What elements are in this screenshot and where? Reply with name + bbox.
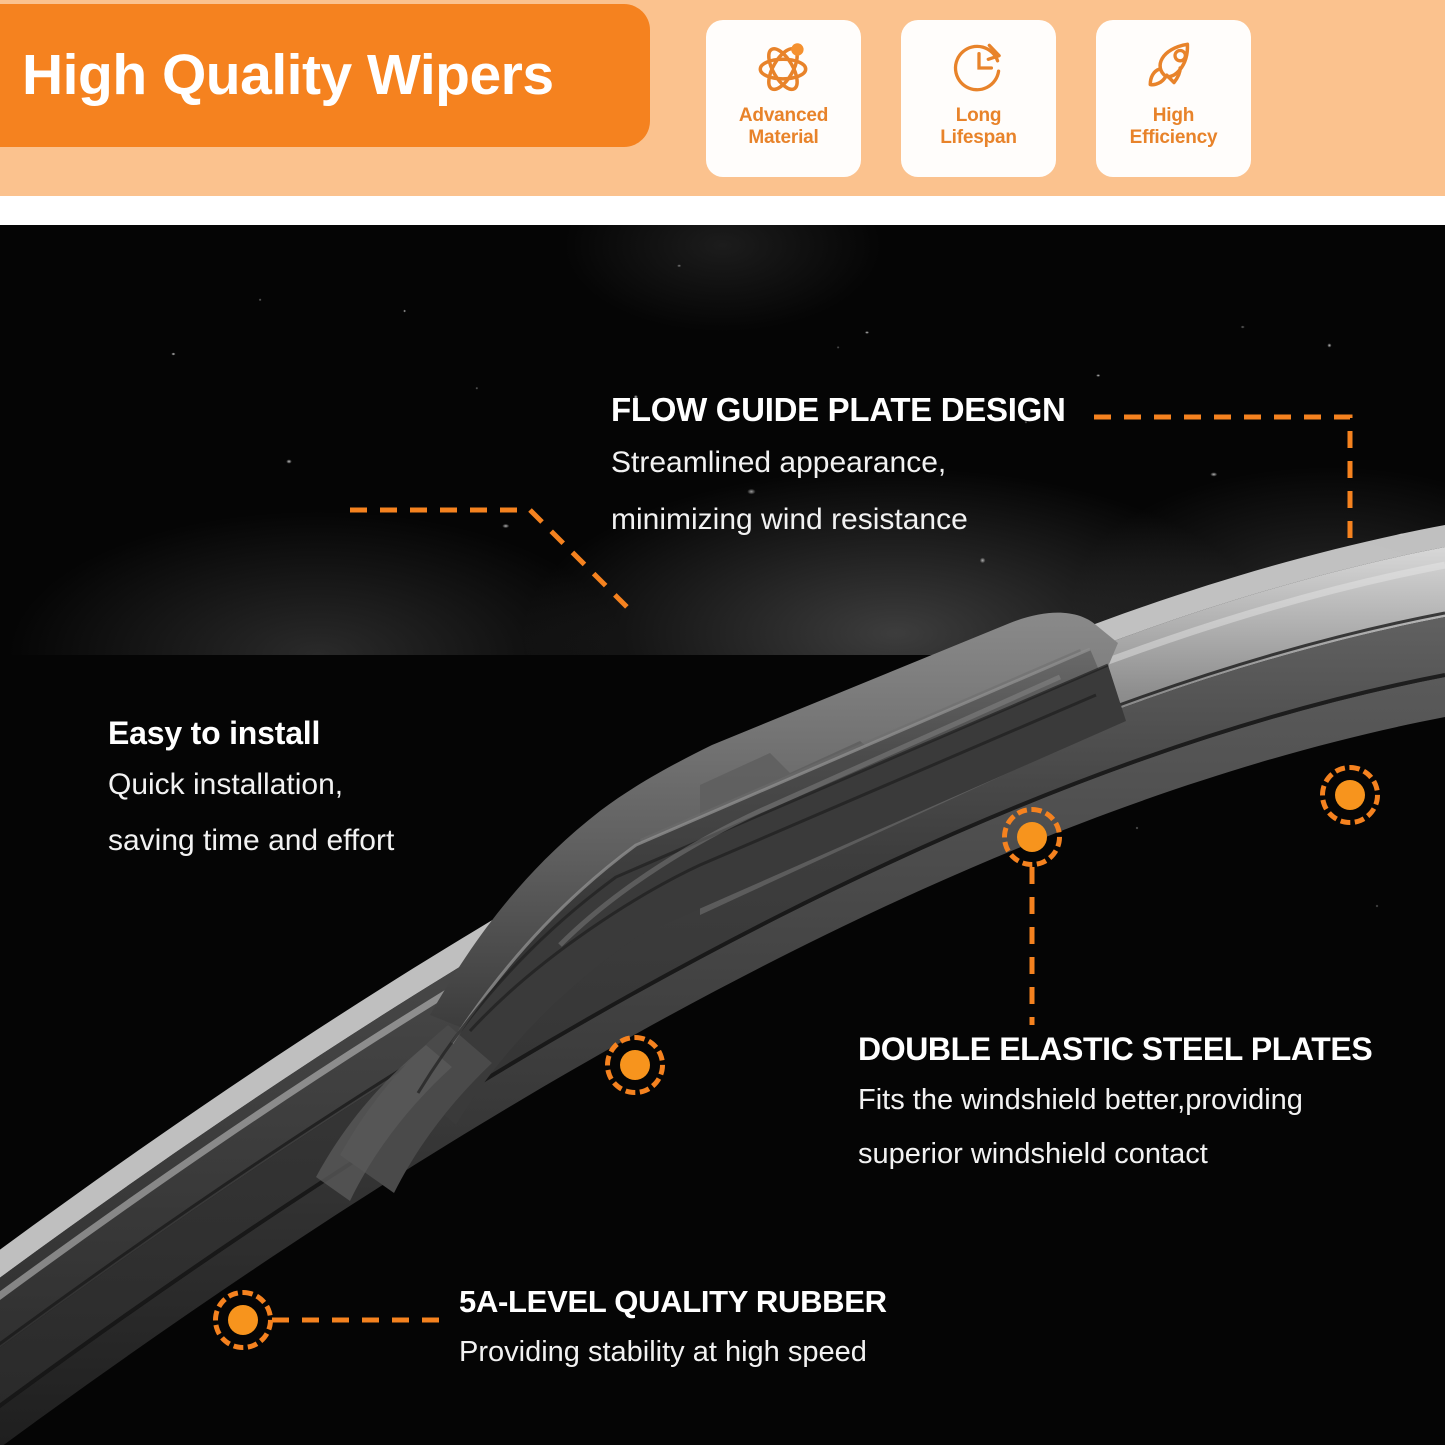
feature-badge-advanced-material: Advanced Material [706, 20, 861, 177]
badge-label-line1: Advanced [738, 105, 829, 126]
feature-badge-group: Advanced Material Long Lifespan [706, 20, 1251, 177]
clock-arrow-icon [953, 43, 1001, 92]
marker-ring [213, 1290, 273, 1350]
callout-subtext-line2: superior windshield contact [858, 1138, 1208, 1171]
callout-title: DOUBLE ELASTIC STEEL PLATES [858, 1031, 1373, 1067]
marker-ring [1002, 807, 1062, 867]
feature-badge-label: Advanced Material [739, 105, 828, 150]
atom-icon [758, 43, 807, 92]
title-pill: High Quality Wipers [0, 4, 650, 147]
wiper-blade-illustration [0, 525, 1445, 1445]
rocket-icon [1148, 42, 1189, 87]
marker-dot [620, 1050, 650, 1080]
marker-dot [228, 1305, 258, 1335]
marker-dot [1335, 780, 1365, 810]
callout-title: 5A-LEVEL QUALITY RUBBER [459, 1284, 887, 1319]
callout-easy-install: Easy to install Quick installation, savi… [108, 715, 395, 862]
callout-subtext-line1: Streamlined appearance, [611, 445, 947, 479]
feature-badge-long-lifespan: Long Lifespan [901, 20, 1056, 177]
callout-subtext-line2: minimizing wind resistance [611, 502, 968, 536]
feature-badge-high-efficiency: High Efficiency [1096, 20, 1251, 177]
page-title: High Quality Wipers [22, 43, 554, 107]
marker-easy-install [605, 1035, 665, 1095]
feature-badge-label: High Efficiency [1130, 105, 1218, 150]
marker-steel-plates [1002, 807, 1062, 867]
marker-dot [1017, 822, 1047, 852]
callout-title: FLOW GUIDE PLATE DESIGN [611, 391, 1066, 428]
callout-connector-lines [272, 414, 1353, 1323]
badge-label-line2: Lifespan [940, 127, 1017, 149]
badge-label-line2: Efficiency [1129, 127, 1218, 149]
marker-quality-rubber [213, 1290, 273, 1350]
callout-title: Easy to install [108, 715, 321, 751]
callout-subtext-line1: Quick installation, [108, 767, 344, 801]
badge-label-line1: Long [955, 105, 1002, 126]
callout-subtext-line1: Fits the windshield better,providing [858, 1083, 1303, 1116]
callout-flow-guide-plate: FLOW GUIDE PLATE DESIGN Streamlined appe… [611, 391, 1066, 541]
badge-label-line1: High [1152, 105, 1195, 126]
header-photo-divider [0, 196, 1445, 225]
callout-quality-rubber: 5A-LEVEL QUALITY RUBBER Providing stabil… [459, 1284, 887, 1373]
marker-flow-guide-plate [1320, 765, 1380, 825]
connector-flow-guide [1094, 414, 1353, 547]
callout-steel-plates: DOUBLE ELASTIC STEEL PLATES Fits the win… [858, 1031, 1373, 1175]
callout-subtext-line2: saving time and effort [108, 823, 395, 857]
header-band: High Quality Wipers Advanced Material [0, 0, 1445, 196]
badge-label-line2: Material [748, 127, 819, 149]
callout-subtext-line1: Providing stability at high speed [459, 1335, 867, 1368]
blade-connector-housing [316, 612, 1126, 1201]
feature-badge-label: Long Lifespan [940, 105, 1017, 150]
marker-ring [605, 1035, 665, 1095]
connector-easy-install [350, 507, 629, 609]
marker-ring [1320, 765, 1380, 825]
